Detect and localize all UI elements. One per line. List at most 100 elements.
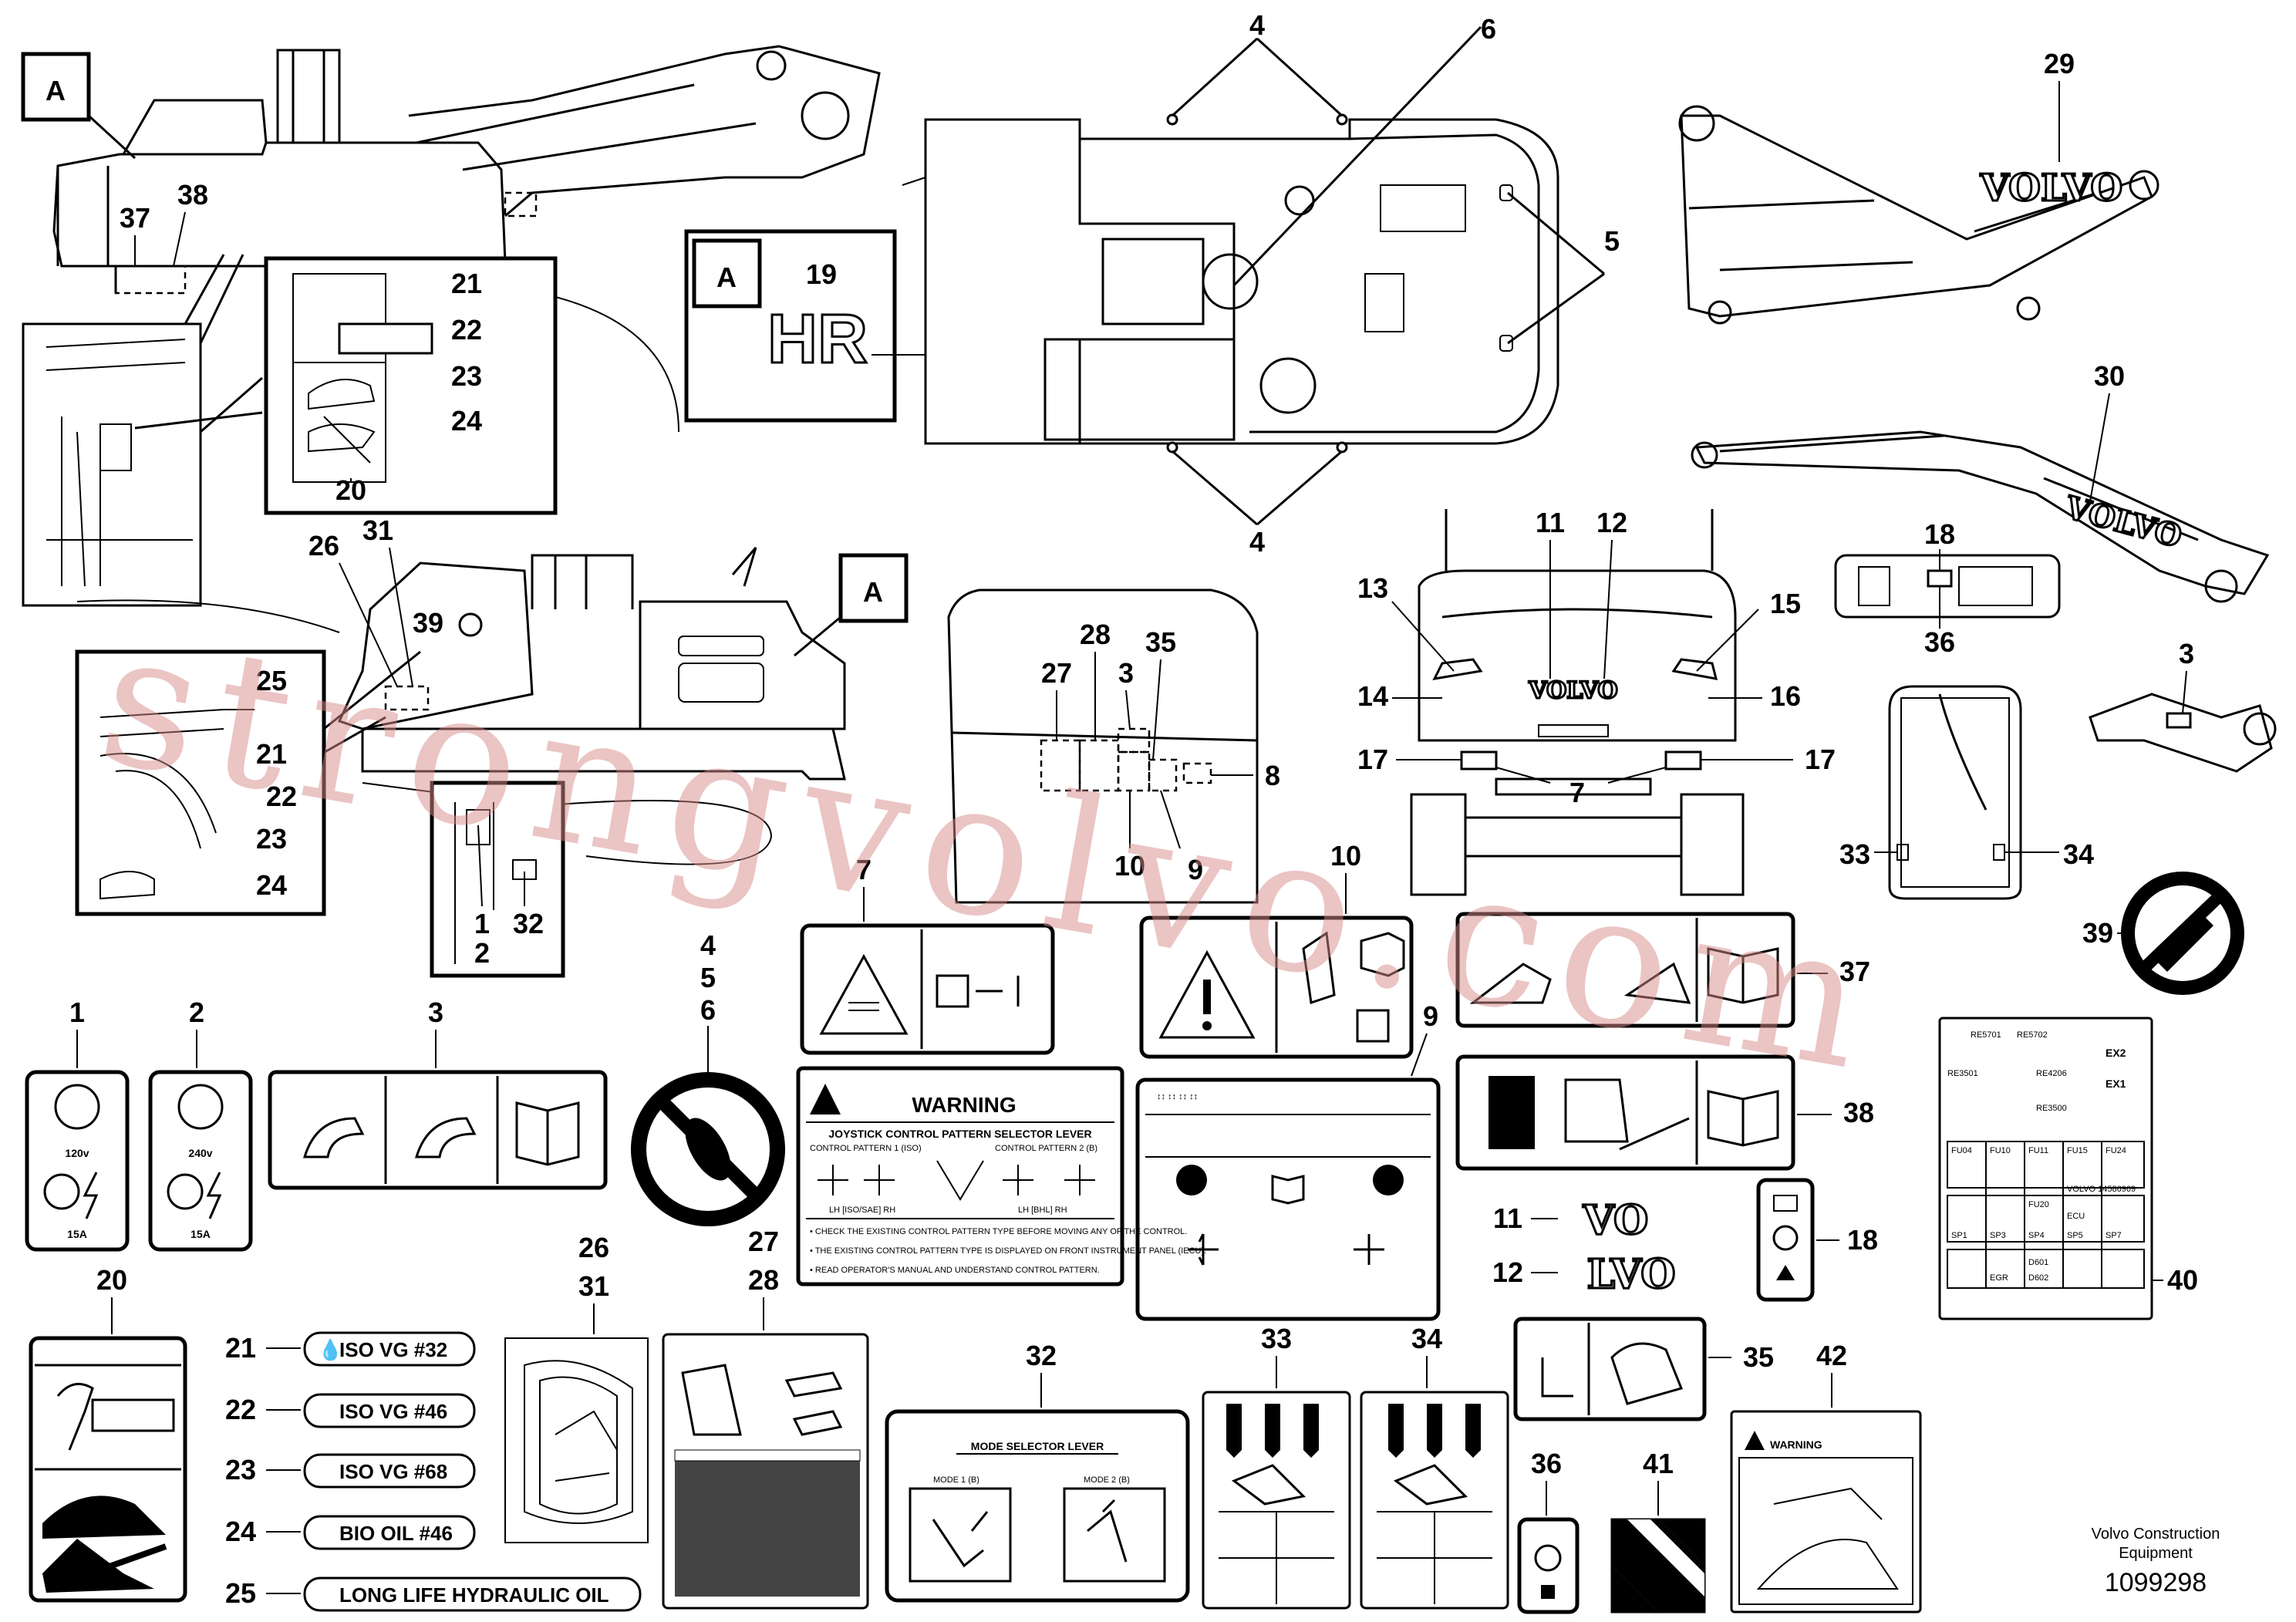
excavator-side-view-lower: 39 26 31 A [76, 514, 909, 865]
callout-10-cab: 10 [1114, 850, 1145, 882]
callout-12: 12 [1492, 1256, 1523, 1288]
callout-6-decal: 6 [700, 994, 716, 1026]
decal-28-table [674, 1449, 861, 1597]
decal-34: 34 [1360, 1323, 1509, 1610]
power-15a-2: 15A [190, 1228, 211, 1240]
volvo-rear: VOLVO [1528, 677, 1617, 704]
callout-37: 37 [1839, 956, 1870, 987]
callout-24-detail: 24 [451, 405, 482, 437]
callout-5-decal: 5 [700, 962, 716, 993]
callout-36: 36 [1531, 1448, 1562, 1479]
excavator-rear-view: VOLVO 11 12 13 14 15 16 17 17 7 [1357, 507, 1836, 896]
callout-33: 33 [1839, 838, 1870, 870]
detail-inset-25: 25 21 22 23 24 [75, 649, 326, 916]
decal-9: 9 ↕↕ ↕↕ ↕↕ ↕↕ [1135, 1000, 1441, 1321]
decal-40-fuse-panel: RE5701 RE5702 EX2 EX1 RE3501 RE4206 RE35… [1938, 1017, 2198, 1320]
callout-23-inset: 23 [256, 823, 287, 855]
decal-42: 42 WARNING [1730, 1340, 1922, 1614]
fuse-re3501: RE3501 [1947, 1069, 1978, 1078]
callout-21: 21 [225, 1332, 256, 1364]
footer-doc-number: 1099298 [2105, 1568, 2207, 1597]
callout-39: 39 [2082, 917, 2113, 949]
fuse-sp5: SP5 [2067, 1231, 2083, 1240]
callout-8-cab: 8 [1265, 760, 1280, 791]
callout-1: 1 [69, 996, 85, 1028]
fuse-fu04: FU04 [1951, 1146, 1972, 1155]
oil-labels: 21 22 23 24 25 💧 ISO VG #32 ISO VG #46 I… [225, 1331, 642, 1612]
decal-41: 41 [1610, 1448, 1706, 1614]
fuse-d602: D602 [2028, 1273, 2048, 1283]
callout-23-detail: 23 [451, 360, 482, 392]
callout-5: 5 [1604, 225, 1620, 257]
callout-39-side: 39 [413, 607, 443, 639]
view-a-marker-2: A [863, 576, 883, 608]
decal-9-pattern-1: ↕↕ ↕↕ ↕↕ ↕↕ [1157, 1092, 1198, 1101]
fuse-code: VOLVO 14586969 [2067, 1185, 2136, 1194]
decal-27-28: 27 28 [662, 1226, 869, 1610]
callout-21-inset: 21 [256, 738, 287, 770]
view-a-label: A [716, 261, 737, 293]
decal-36: 36 [1517, 1448, 1580, 1614]
view-a-hr-box: A 19 HR [684, 229, 897, 423]
hr-decal: HR [767, 301, 868, 378]
callout-9: 9 [1423, 1000, 1438, 1032]
callout-30: 30 [2094, 360, 2125, 392]
callout-31: 31 [578, 1270, 609, 1302]
footer-line-2: Equipment [2119, 1545, 2193, 1562]
callout-2: 2 [189, 996, 204, 1028]
callout-41: 41 [1643, 1448, 1674, 1479]
decal-26-31: 26 31 [504, 1232, 649, 1543]
footer-line-1: Volvo Construction [2092, 1526, 2220, 1543]
decal-1: 1 120v 15A [25, 996, 130, 1252]
callout-27-cab: 27 [1041, 657, 1072, 689]
view-a-marker-box [21, 52, 91, 122]
callout-36-detail: 36 [1924, 626, 1955, 658]
decal-42-warning: WARNING [1770, 1438, 1822, 1451]
callout-26: 26 [578, 1232, 609, 1263]
warning-lh-iso: LH [ISO/SAE] RH [829, 1206, 895, 1215]
decal-7: 7 [800, 854, 1055, 1055]
power-120v: 120v [65, 1147, 89, 1159]
callout-4-decal: 4 [700, 929, 716, 961]
warning-decal: WARNING JOYSTICK CONTROL PATTERN SELECTO… [796, 1066, 1206, 1286]
fuse-fu10: FU10 [1990, 1146, 2011, 1155]
decal-37: 37 [1455, 912, 1870, 1028]
warning-pattern-1: CONTROL PATTERN 1 (ISO) [810, 1144, 922, 1153]
fuse-sp7: SP7 [2106, 1231, 2122, 1240]
detail-18-36: 18 36 [1834, 518, 2061, 658]
callout-34: 34 [1411, 1323, 1442, 1354]
fuse-re4206: RE4206 [2036, 1069, 2067, 1078]
power-15a-1: 15A [67, 1228, 87, 1240]
callout-2-inset: 2 [474, 937, 490, 969]
callout-32-inset: 32 [513, 908, 544, 939]
warning-bullet-1: • CHECK THE EXISTING CONTROL PATTERN TYP… [810, 1227, 1187, 1236]
callout-3-cab: 3 [1118, 657, 1134, 689]
oil-label-3: ISO VG #68 [339, 1460, 447, 1483]
detail-inset-1-2-32: 1 32 2 [430, 781, 565, 978]
callout-3: 3 [428, 996, 443, 1028]
warning-pattern-2: CONTROL PATTERN 2 (B) [995, 1144, 1097, 1153]
fuse-egr: EGR [1990, 1273, 2008, 1283]
decal-35: 35 [1513, 1317, 1774, 1421]
oil-label-2: ISO VG #46 [339, 1400, 447, 1423]
svg-text:💧: 💧 [318, 1338, 342, 1361]
callout-15: 15 [1770, 588, 1801, 619]
brand-lvo: LVO [1586, 1251, 1675, 1298]
callout-40: 40 [2167, 1264, 2198, 1296]
callout-3-attach: 3 [2179, 638, 2194, 669]
callout-34: 34 [2063, 838, 2094, 870]
callout-11-rear: 11 [1536, 507, 1565, 538]
callout-31-side: 31 [362, 514, 393, 546]
detail-box-20: 21 22 23 24 20 [264, 256, 558, 515]
callout-38: 38 [177, 179, 208, 211]
callout-12-rear: 12 [1596, 507, 1627, 538]
decal-32: 32 MODE SELECTOR LEVER MODE 1 (B) MODE 2… [885, 1340, 1190, 1603]
footer: Volvo Construction Equipment 1099298 [2092, 1526, 2220, 1597]
fuse-re5702: RE5702 [2017, 1030, 2048, 1040]
callout-9-cab: 9 [1188, 854, 1203, 885]
callout-24: 24 [225, 1516, 256, 1547]
callout-29: 29 [2044, 48, 2075, 79]
fuse-d601: D601 [2028, 1258, 2048, 1267]
warning-bullet-3: • READ OPERATOR'S MANUAL AND UNDERSTAND … [810, 1266, 1100, 1275]
